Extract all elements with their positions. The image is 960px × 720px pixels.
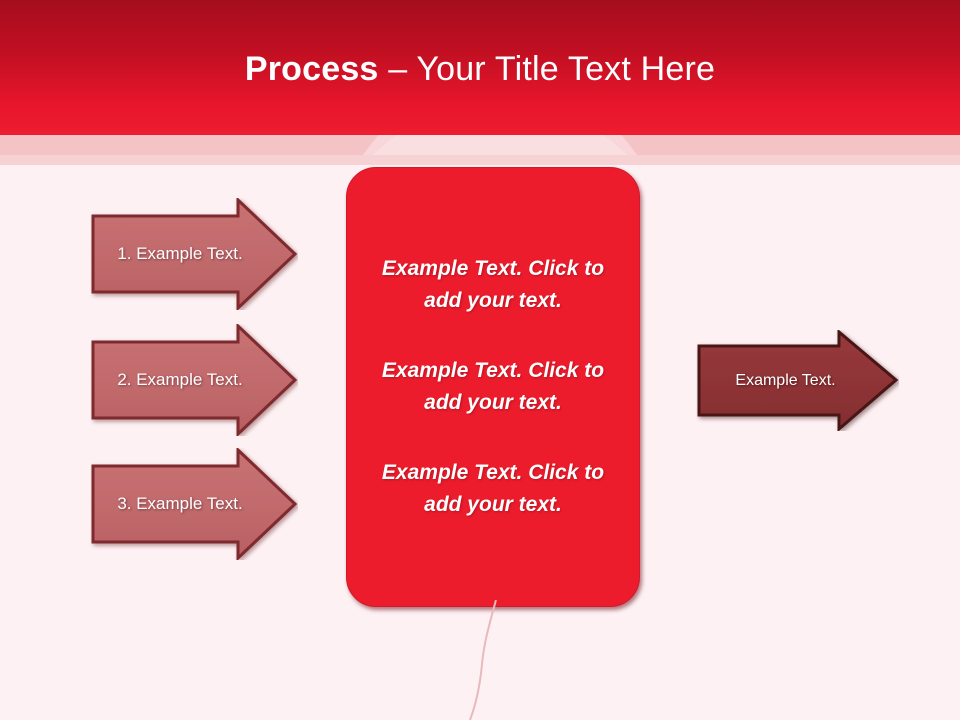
page-title-regular: – Your Title Text Here <box>378 50 716 88</box>
header-accent-light-strip <box>0 155 960 165</box>
right-arrow-icon <box>91 198 298 310</box>
step-arrow-3-label: 3. Example Text. <box>117 494 243 513</box>
right-arrow-icon <box>91 448 298 560</box>
header-trapezoid-inner-decoration <box>370 135 630 157</box>
output-arrow[interactable]: Example Text. <box>696 330 899 431</box>
right-arrow-icon <box>91 324 298 436</box>
step-arrow-3[interactable]: 3. Example Text. <box>90 448 298 560</box>
step-arrow-2[interactable]: 2. Example Text. <box>90 324 298 436</box>
page-title-bold: Process <box>244 50 379 88</box>
page-title: Process – Your Title Text Here <box>0 48 960 90</box>
step-arrow-1-label: 1. Example Text. <box>117 244 243 263</box>
header-band <box>0 0 960 135</box>
decorative-curve-line <box>469 600 497 720</box>
center-process-panel[interactable]: Example Text. Click to add your text. Ex… <box>346 167 640 607</box>
output-arrow-label: Example Text. <box>735 372 836 389</box>
center-paragraph-3: Example Text. Click to add your text. <box>381 461 605 516</box>
step-arrow-1[interactable]: 1. Example Text. <box>90 198 298 310</box>
step-arrow-2-label: 2. Example Text. <box>117 370 243 389</box>
right-arrow-icon <box>697 330 899 431</box>
center-paragraph-1: Example Text. Click to add your text. <box>381 257 605 312</box>
center-paragraph-2: Example Text. Click to add your text. <box>381 359 605 414</box>
